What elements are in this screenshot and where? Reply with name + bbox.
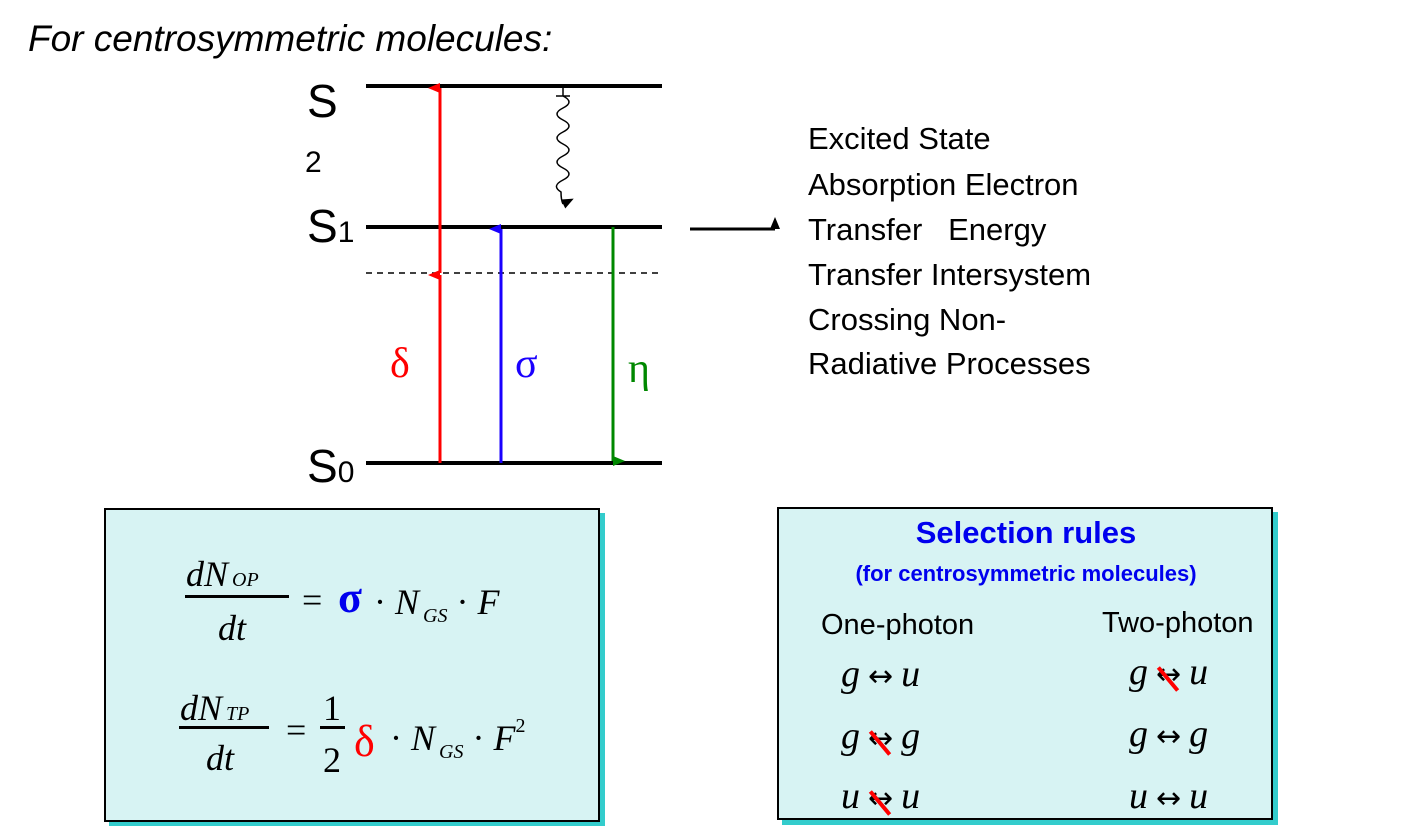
half-denominator: 2 [323, 740, 341, 780]
selection-rules-subtitle: (for centrosymmetric molecules) [855, 561, 1197, 586]
half-numerator: 1 [323, 688, 341, 728]
process-line: Absorption Electron [808, 167, 1079, 202]
eq1-denominator: dt [218, 608, 247, 648]
process-line: Transfer Energy [808, 212, 1047, 247]
rule-one-photon-g-u-allowed: g↔u [841, 653, 921, 695]
eq2-denominator: dt [206, 738, 235, 778]
one-photon-header: One-photon [821, 609, 975, 641]
s1-subscript: 1 [337, 216, 355, 249]
delta-symbol: δ [354, 717, 375, 766]
s1-label: S1 [307, 203, 354, 249]
fraction-bar [320, 726, 345, 729]
rule-two-photon-g-u-forbidden: g↔u [1129, 651, 1209, 693]
fraction-bar [185, 595, 289, 598]
process-line: Transfer Intersystem [808, 257, 1092, 292]
fraction-bar [179, 726, 269, 729]
s0-letter: S [307, 440, 338, 492]
rule-one-photon-u-u-forbidden: u↔u [841, 775, 921, 817]
process-line: Radiative Processes [808, 346, 1091, 381]
rule-two-photon-u-u-allowed: u↔u [1129, 775, 1209, 817]
rule-two-photon-g-g-allowed: g↔g [1129, 713, 1209, 755]
process-line: Excited State [808, 121, 991, 156]
s0-label: S0 [307, 443, 354, 489]
s2-subscript: 2 [305, 146, 322, 179]
internal-conversion-wavy-arrow [556, 88, 570, 204]
s2-label: S [307, 75, 338, 127]
delta-label: δ [390, 341, 410, 387]
selection-rules-title: Selection rules [915, 515, 1137, 550]
eta-label: η [628, 346, 650, 392]
sigma-symbol: σ [338, 573, 362, 622]
equals-sign: = [302, 580, 323, 620]
rule-one-photon-g-g-forbidden: g↔g [841, 715, 921, 757]
energy-level-diagram [366, 83, 780, 466]
equals-sign: = [286, 710, 307, 750]
two-photon-header: Two-photon [1102, 607, 1254, 639]
s0-subscript: 0 [337, 456, 355, 489]
process-line: Crossing Non- [808, 302, 1007, 337]
sigma-label: σ [515, 341, 538, 387]
selection-rules-box: Selection rules (for centrosymmetric mol… [777, 507, 1273, 820]
s1-letter: S [307, 200, 338, 252]
slide-title: For centrosymmetric molecules: [28, 18, 553, 59]
